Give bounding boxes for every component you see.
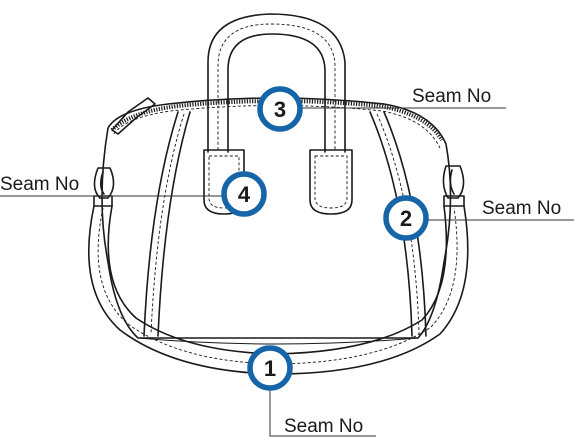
- marker-3: 3: [257, 86, 303, 132]
- marker-1-number: 1: [264, 356, 276, 381]
- marker-2: 2: [383, 195, 429, 241]
- top-handles: [207, 13, 346, 153]
- callout-2-label: Seam No: [482, 198, 561, 219]
- callout-3-label: Seam No: [412, 86, 491, 107]
- bag-base: [137, 337, 419, 345]
- callout-4-label: Seam No: [0, 174, 79, 195]
- marker-2-number: 2: [400, 206, 412, 231]
- marker-1: 1: [247, 345, 293, 391]
- marker-4: 4: [221, 171, 267, 217]
- side-clasps: [93, 165, 465, 207]
- marker-4-number: 4: [238, 182, 251, 207]
- leader-lines: [0, 107, 574, 437]
- marker-3-number: 3: [274, 97, 286, 122]
- callout-1-label: Seam No: [284, 416, 363, 437]
